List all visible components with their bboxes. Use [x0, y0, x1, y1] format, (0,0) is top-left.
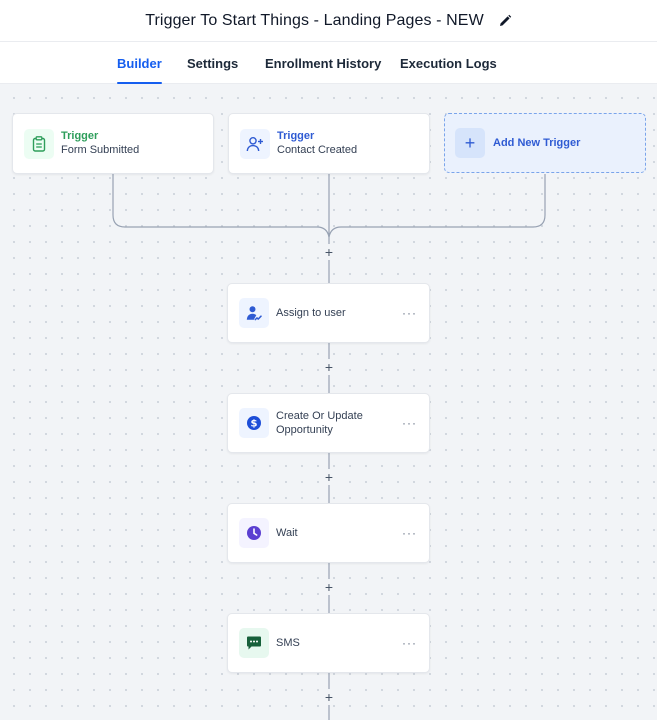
action-label: Assign to user	[276, 307, 346, 319]
plus-icon: +	[455, 128, 485, 158]
clock-icon	[239, 518, 269, 548]
action-label-line2: Opportunity	[276, 424, 333, 436]
workflow-title: Trigger To Start Things - Landing Pages …	[145, 12, 484, 29]
add-step-button[interactable]: +	[321, 244, 337, 260]
add-step-button[interactable]: +	[321, 689, 337, 705]
add-step-button[interactable]: +	[321, 469, 337, 485]
assign-user-icon	[239, 298, 269, 328]
pencil-icon[interactable]	[498, 14, 512, 28]
chat-icon	[239, 628, 269, 658]
workflow-canvas[interactable]: Trigger Form Submitted Trigger Contact C…	[0, 84, 657, 720]
clipboard-icon	[24, 128, 54, 159]
user-plus-icon	[240, 128, 270, 159]
add-new-trigger-button[interactable]: + Add New Trigger	[444, 113, 646, 173]
header-bar: Trigger To Start Things - Landing Pages …	[0, 0, 657, 42]
trigger-label: Trigger	[277, 130, 315, 142]
tab-settings[interactable]: Settings	[187, 55, 239, 71]
action-card-create-or-update-opportunity[interactable]: $ Create Or Update Opportunity ···	[227, 393, 430, 453]
add-step-button[interactable]: +	[321, 579, 337, 595]
title-row: Trigger To Start Things - Landing Pages …	[0, 0, 657, 42]
trigger-card-contact-created[interactable]: Trigger Contact Created	[228, 113, 430, 174]
tab-builder[interactable]: Builder	[117, 42, 162, 84]
more-options-icon[interactable]: ···	[402, 306, 417, 320]
tab-bar: Builder Settings Enrollment History Exec…	[0, 42, 657, 84]
dollar-icon: $	[239, 408, 269, 438]
action-label: SMS	[276, 637, 300, 649]
action-label-line1: Create Or Update	[276, 410, 363, 422]
action-label: Wait	[276, 527, 298, 539]
action-card-wait[interactable]: Wait ···	[227, 503, 430, 563]
svg-text:$: $	[251, 419, 258, 430]
trigger-label: Trigger	[61, 130, 99, 142]
action-card-assign-to-user[interactable]: Assign to user ···	[227, 283, 430, 343]
tab-execution-logs[interactable]: Execution Logs	[400, 55, 497, 71]
add-step-button[interactable]: +	[321, 359, 337, 375]
action-card-sms[interactable]: SMS ···	[227, 613, 430, 673]
trigger-subtitle: Contact Created	[277, 144, 358, 156]
tab-enrollment-history[interactable]: Enrollment History	[265, 55, 382, 71]
add-trigger-label: Add New Trigger	[493, 137, 581, 149]
trigger-card-form-submitted[interactable]: Trigger Form Submitted	[12, 113, 214, 174]
trigger-subtitle: Form Submitted	[61, 144, 140, 156]
more-options-icon[interactable]: ···	[402, 636, 417, 650]
more-options-icon[interactable]: ···	[402, 416, 417, 430]
more-options-icon[interactable]: ···	[402, 526, 417, 540]
